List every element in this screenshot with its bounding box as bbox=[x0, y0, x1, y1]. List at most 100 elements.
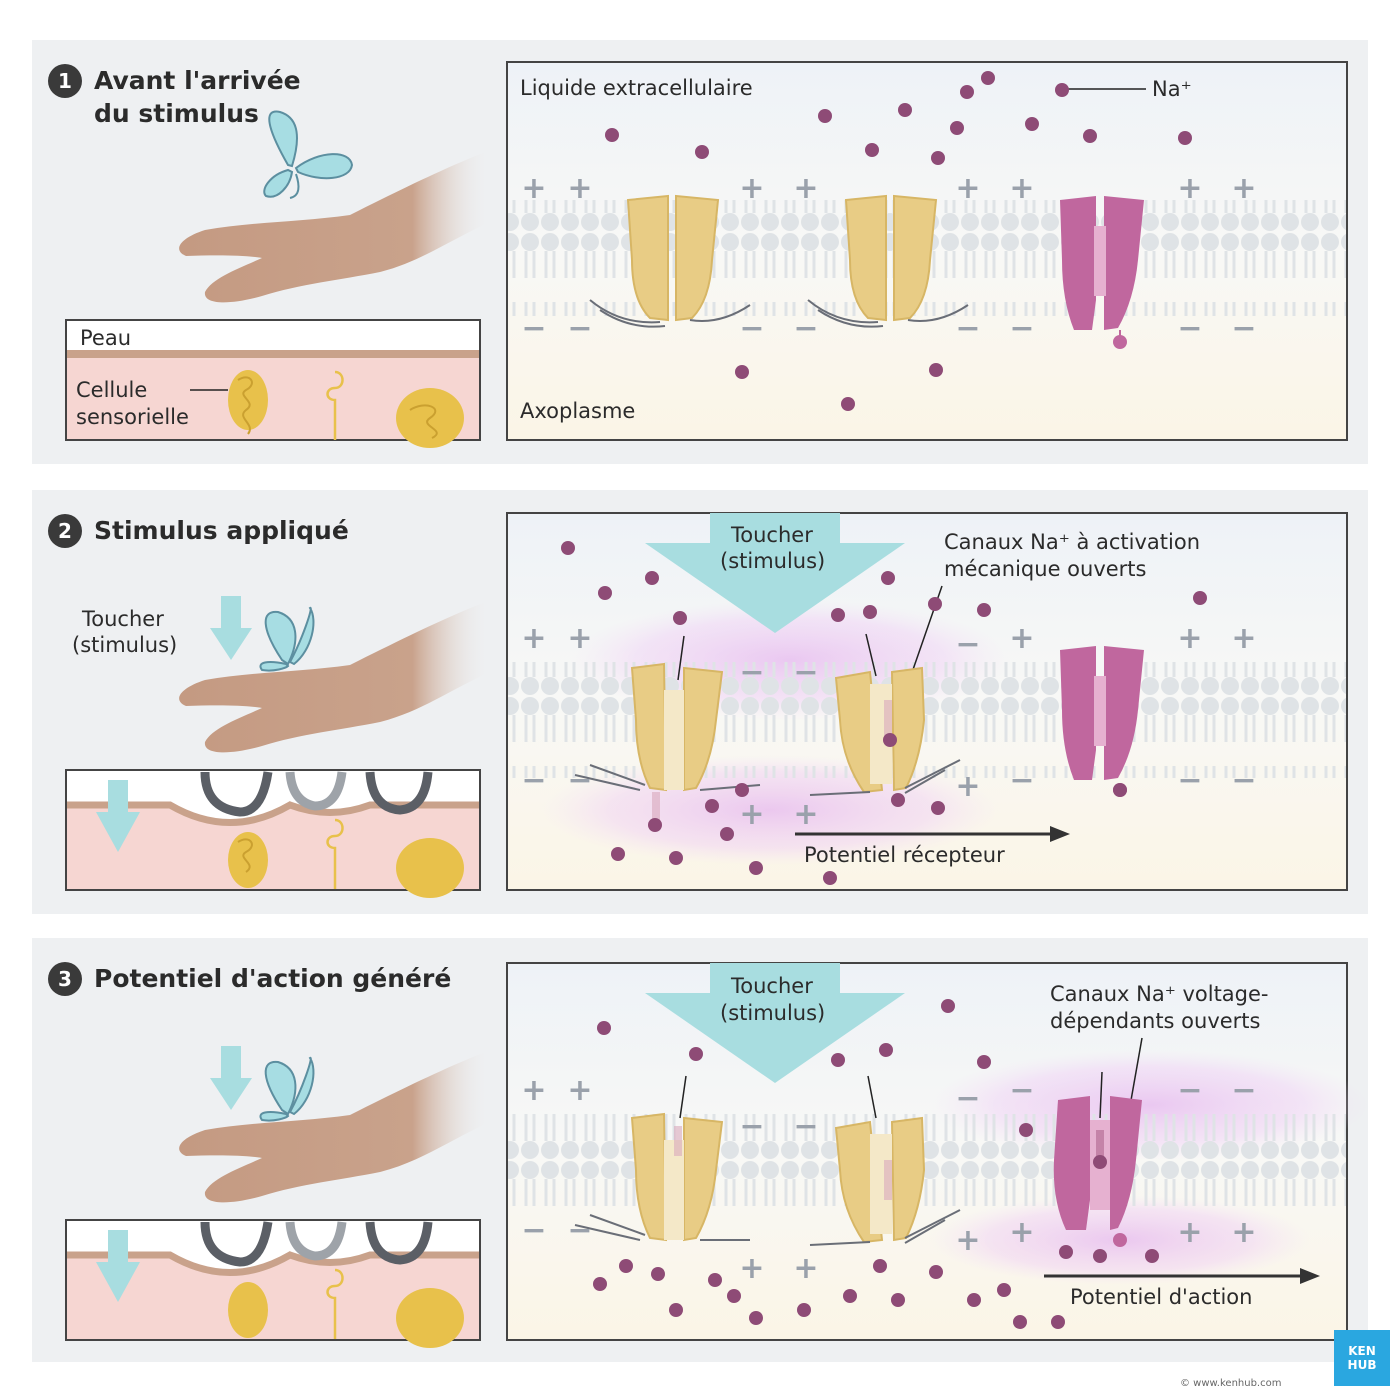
sodium-ion bbox=[891, 793, 905, 807]
sodium-ion bbox=[1059, 1245, 1073, 1259]
sodium-ion bbox=[898, 103, 912, 117]
mechanical-channel-open bbox=[809, 633, 961, 796]
sodium-ion bbox=[977, 603, 991, 617]
sodium-ion bbox=[597, 1021, 611, 1035]
step-title: Potentiel d'action généré bbox=[94, 964, 452, 993]
sodium-ion bbox=[669, 1303, 683, 1317]
minus-charge: − bbox=[1177, 763, 1202, 798]
minus-charge: − bbox=[567, 311, 592, 346]
hand-illustration bbox=[179, 600, 490, 753]
plus-charge: + bbox=[739, 1251, 764, 1286]
membrane-view-1: Liquide extracellulaire Axoplasme Na⁺ ++… bbox=[506, 61, 1348, 441]
skin-section: Peau Cellule sensorielle bbox=[65, 319, 481, 448]
step-number: 2 bbox=[48, 514, 82, 548]
step-header-3: 3 Potentiel d'action généré bbox=[48, 962, 451, 996]
sodium-ion bbox=[929, 1265, 943, 1279]
mechanical-channel-open bbox=[809, 1075, 961, 1246]
stimulus-label-line2: (stimulus) bbox=[720, 1001, 825, 1025]
minus-charge: − bbox=[955, 1081, 980, 1116]
sodium-ion bbox=[669, 851, 683, 865]
sodium-ion bbox=[1025, 117, 1039, 131]
sodium-ion bbox=[881, 571, 895, 585]
brand-line1: KEN bbox=[1348, 1344, 1376, 1358]
sodium-ion bbox=[705, 799, 719, 813]
plus-charge: + bbox=[1009, 1215, 1034, 1250]
plus-charge: + bbox=[955, 1223, 980, 1258]
copyright-text: © www.kenhub.com bbox=[1180, 1378, 1282, 1389]
touch-arrow-small bbox=[210, 1046, 252, 1110]
sodium-ion bbox=[1113, 783, 1127, 797]
minus-charge: − bbox=[567, 763, 592, 798]
sodium-ion bbox=[605, 128, 619, 142]
plus-charge: + bbox=[1009, 171, 1034, 206]
skin-section-pressed bbox=[65, 1219, 481, 1348]
plus-charge: + bbox=[567, 171, 592, 206]
action-potential-arrow bbox=[1044, 1268, 1320, 1284]
plus-charge: + bbox=[739, 797, 764, 832]
sodium-ion bbox=[598, 586, 612, 600]
volt-channels-label-line1: Canaux Na⁺ voltage- bbox=[1050, 982, 1269, 1006]
membrane-view-2: Toucher (stimulus) Canaux Na⁺ à activati… bbox=[506, 512, 1348, 891]
sodium-ion bbox=[883, 733, 897, 747]
butterfly-icon bbox=[259, 606, 315, 672]
step-number: 1 bbox=[48, 64, 82, 98]
touch-arrow-small bbox=[210, 596, 252, 660]
minus-charge: − bbox=[793, 311, 818, 346]
volt-channels-label-line2: dépendants ouverts bbox=[1050, 1009, 1260, 1033]
sodium-ion bbox=[735, 783, 749, 797]
sodium-ion bbox=[708, 1273, 722, 1287]
minus-charge: − bbox=[1177, 1073, 1202, 1108]
sodium-ion bbox=[831, 1053, 845, 1067]
sodium-ion bbox=[1193, 591, 1207, 605]
sodium-ion bbox=[818, 109, 832, 123]
minus-charge: − bbox=[739, 655, 764, 690]
cell-label-line2: sensorielle bbox=[76, 405, 189, 429]
plus-charge: + bbox=[793, 797, 818, 832]
skin-label: Peau bbox=[80, 326, 131, 350]
axoplasm-label: Axoplasme bbox=[520, 399, 635, 423]
butterfly-icon bbox=[259, 1056, 315, 1122]
brand-logo: KEN HUB bbox=[1334, 1330, 1390, 1386]
positive-charges: ++++++++ bbox=[521, 1073, 1256, 1286]
plus-charge: + bbox=[1231, 171, 1256, 206]
sodium-ion bbox=[1051, 1315, 1065, 1329]
plus-charge: + bbox=[955, 769, 980, 804]
voltage-channel-closed bbox=[1060, 196, 1144, 349]
sodium-ion bbox=[735, 365, 749, 379]
receptor-potential-arrow bbox=[795, 826, 1070, 842]
positive-charges: ++++++++ bbox=[521, 621, 1256, 832]
negative-charges: −−−−−−−− bbox=[521, 311, 1256, 346]
plus-charge: + bbox=[1231, 621, 1256, 656]
minus-charge: − bbox=[793, 655, 818, 690]
step-title: Stimulus appliqué bbox=[94, 516, 349, 545]
skin-section-pressed bbox=[65, 769, 481, 898]
hand-illustration bbox=[179, 150, 490, 303]
plus-charge: + bbox=[1177, 1215, 1202, 1250]
minus-charge: − bbox=[521, 763, 546, 798]
minus-charge: − bbox=[1009, 311, 1034, 346]
minus-charge: − bbox=[1231, 311, 1256, 346]
minus-charge: − bbox=[955, 311, 980, 346]
brand-line2: HUB bbox=[1347, 1358, 1377, 1372]
stimulus-label-line2: (stimulus) bbox=[720, 549, 825, 573]
extracellular-label: Liquide extracellulaire bbox=[520, 76, 753, 100]
sodium-ion bbox=[1178, 131, 1192, 145]
butterfly-icon bbox=[263, 110, 354, 199]
plus-charge: + bbox=[521, 171, 546, 206]
sodium-ion bbox=[1083, 129, 1097, 143]
sodium-ion bbox=[863, 605, 877, 619]
hand-illustration bbox=[179, 1050, 490, 1203]
plus-charge: + bbox=[567, 621, 592, 656]
mech-channels-label-line2: mécanique ouverts bbox=[944, 557, 1146, 581]
step-number: 3 bbox=[48, 962, 82, 996]
sodium-ion bbox=[823, 871, 837, 885]
sodium-ion bbox=[1093, 1155, 1107, 1169]
touch-arrow-large bbox=[645, 963, 905, 1083]
plus-charge: + bbox=[739, 171, 764, 206]
minus-charge: − bbox=[521, 311, 546, 346]
sodium-ion bbox=[931, 801, 945, 815]
sodium-ion bbox=[561, 541, 575, 555]
minus-charge: − bbox=[1177, 311, 1202, 346]
sodium-ion bbox=[1093, 1249, 1107, 1263]
sodium-ion bbox=[749, 1311, 763, 1325]
